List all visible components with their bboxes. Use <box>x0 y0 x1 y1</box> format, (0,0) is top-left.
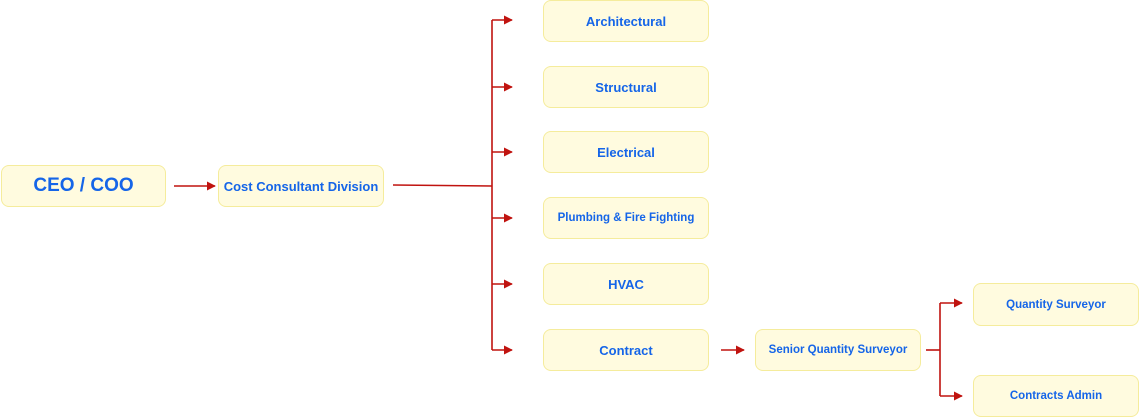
ceo-coo-node: CEO / COO <box>1 165 166 207</box>
contracts-admin-node: Contracts Admin <box>973 375 1139 417</box>
department-structural-label: Structural <box>595 79 657 95</box>
cost-consultant-division-node: Cost Consultant Division <box>218 165 384 207</box>
department-architectural-node: Architectural <box>543 0 709 42</box>
department-electrical-node: Electrical <box>543 131 709 173</box>
department-hvac-node: HVAC <box>543 263 709 305</box>
department-plumbing-fire-fighting-node: Plumbing & Fire Fighting <box>543 197 709 239</box>
contracts-admin-label: Contracts Admin <box>1009 390 1103 402</box>
quantity-surveyor-node: Quantity Surveyor <box>973 283 1139 326</box>
cost-consultant-division-label: Cost Consultant Division <box>223 178 379 194</box>
senior-quantity-surveyor-label: Senior Quantity Surveyor <box>768 344 908 356</box>
ceo-coo-label: CEO / COO <box>33 175 134 196</box>
department-contract-label: Contract <box>599 342 653 358</box>
department-hvac-label: HVAC <box>608 276 644 292</box>
senior-quantity-surveyor-node: Senior Quantity Surveyor <box>755 329 921 371</box>
department-architectural-label: Architectural <box>585 13 667 29</box>
department-contract-node: Contract <box>543 329 709 371</box>
connector-division-to-trunk <box>392 184 493 187</box>
department-structural-node: Structural <box>543 66 709 108</box>
department-electrical-label: Electrical <box>597 144 655 160</box>
quantity-surveyor-label: Quantity Surveyor <box>1006 298 1106 311</box>
department-plumbing-fire-fighting-label: Plumbing & Fire Fighting <box>557 212 695 224</box>
